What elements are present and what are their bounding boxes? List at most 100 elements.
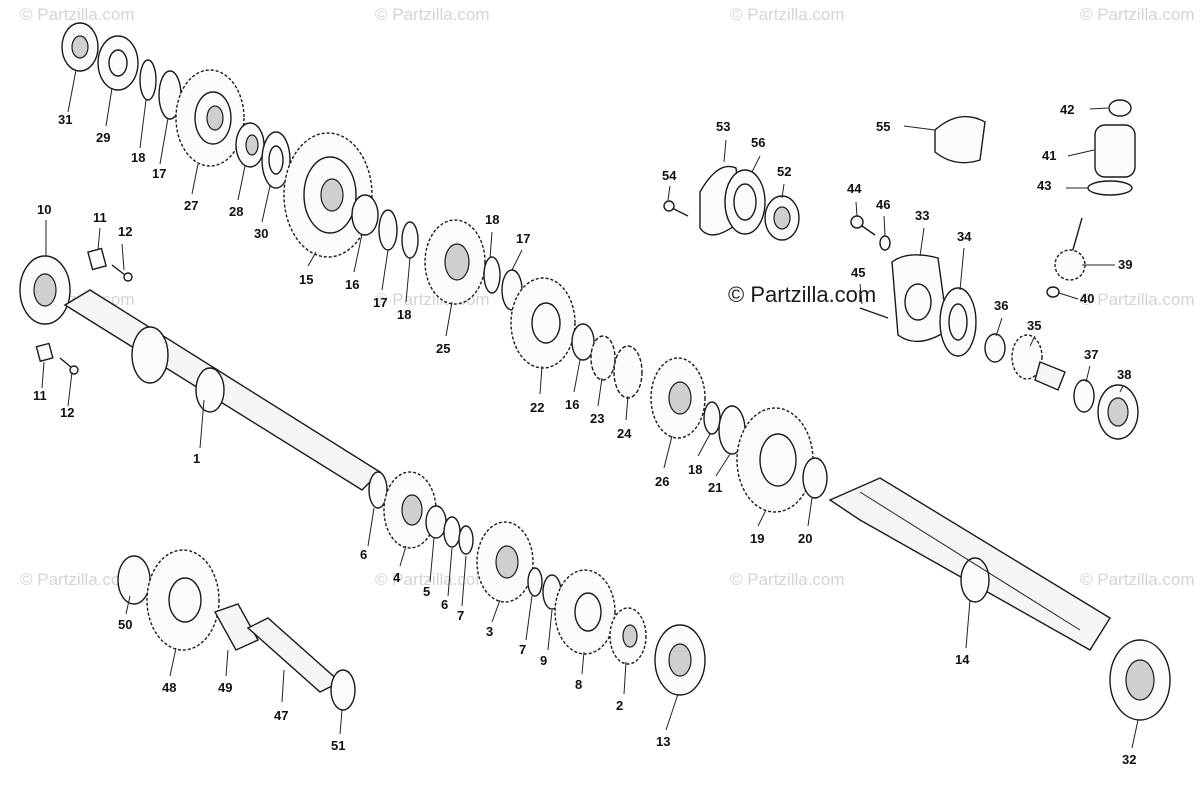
watermark-text: © Partzilla.com — [375, 5, 490, 24]
gear-19 — [736, 407, 814, 513]
leader-line — [491, 599, 501, 623]
leader-line — [751, 155, 761, 173]
bushing-16-a — [351, 194, 379, 236]
watermark-center: © Partzilla.com — [728, 282, 876, 307]
circlip-18-a — [139, 59, 157, 101]
gasket-34 — [939, 287, 977, 357]
callout-number: 6 — [360, 547, 367, 562]
callout-number: 18 — [485, 212, 499, 227]
callout-number: 49 — [218, 680, 232, 695]
callout-number: 36 — [994, 298, 1008, 313]
mainshaft-1 — [63, 289, 382, 491]
callout-number: 20 — [798, 531, 812, 546]
driven-gear-39 — [1054, 217, 1086, 281]
washer-23 — [590, 335, 616, 381]
leader-line — [807, 497, 813, 527]
leader-line — [959, 247, 965, 291]
callout-number: 24 — [617, 426, 632, 441]
callout-number: 55 — [876, 119, 890, 134]
leader-line — [919, 227, 925, 257]
callout-number: 8 — [575, 677, 582, 692]
washer-51 — [330, 669, 356, 711]
callout-number: 47 — [274, 708, 288, 723]
bushing-41 — [1094, 124, 1136, 178]
leader-line — [1131, 719, 1139, 749]
callout-number: 18 — [688, 462, 702, 477]
bushing-5 — [425, 505, 447, 539]
gear-25 — [424, 219, 486, 305]
leader-line — [995, 317, 1003, 337]
bearing-32 — [1109, 639, 1171, 721]
callout-number: 4 — [393, 570, 401, 585]
leader-line — [597, 377, 603, 407]
washer-36 — [984, 333, 1006, 363]
callout-number: 12 — [118, 224, 132, 239]
callout-number: 12 — [60, 405, 74, 420]
plate-11-a — [87, 247, 107, 271]
washer-6-a — [368, 471, 388, 509]
leader-line — [859, 283, 863, 305]
leader-line — [225, 649, 229, 677]
leader-line — [445, 301, 453, 337]
leader-line — [667, 185, 671, 201]
callout-number: 18 — [131, 150, 145, 165]
leader-line — [191, 163, 199, 195]
leader-line — [281, 669, 285, 703]
leader-line — [125, 595, 131, 615]
callout-number: 17 — [516, 231, 530, 246]
leader-line — [1029, 335, 1036, 347]
callout-number: 7 — [519, 642, 526, 657]
washer-46 — [879, 235, 891, 251]
leader-line — [547, 609, 553, 651]
callout-number: 1 — [193, 451, 200, 466]
collar-29 — [97, 35, 139, 91]
callout-number: 7 — [457, 608, 464, 623]
bearing-10 — [19, 255, 71, 325]
callout-number: 35 — [1027, 318, 1041, 333]
watermark-text: © Partzilla.com — [1080, 570, 1195, 589]
bushing-50 — [117, 555, 151, 605]
leader-line — [525, 595, 533, 641]
leader-line — [697, 433, 711, 457]
gear-4 — [383, 471, 437, 549]
washer-30 — [261, 131, 291, 189]
leader-line — [339, 709, 343, 735]
circlip-7-b — [527, 567, 543, 597]
leader-line — [1089, 107, 1109, 110]
callout-number: 11 — [33, 388, 47, 403]
watermark-text: © Partzilla.com — [1080, 290, 1195, 309]
leader-line — [97, 227, 101, 251]
callout-number: 9 — [540, 653, 547, 668]
leader-line — [399, 545, 407, 567]
bolt-12-b — [59, 357, 79, 375]
leader-line — [405, 257, 411, 303]
leader-line — [623, 661, 627, 695]
countershaft-14 — [828, 477, 1111, 651]
leader-line — [1058, 292, 1079, 300]
watermark-text: © Partzilla.com — [375, 570, 490, 589]
callout-number: 34 — [957, 229, 972, 244]
callout-number: 3 — [486, 624, 493, 639]
leader-line — [381, 249, 389, 291]
callout-number: 27 — [184, 198, 198, 213]
leader-line — [121, 243, 125, 271]
leader-line — [199, 399, 205, 449]
callout-number: 18 — [397, 307, 411, 322]
callout-number: 25 — [436, 341, 450, 356]
callout-number: 15 — [299, 272, 313, 287]
leader-line — [237, 165, 246, 201]
leader-line — [625, 395, 629, 421]
callout-number: 54 — [662, 168, 677, 183]
gear-15 — [283, 132, 373, 258]
leader-line — [307, 251, 317, 267]
circlip-18-d — [703, 401, 721, 435]
washer-6-b — [443, 516, 461, 548]
cap-55 — [934, 115, 986, 164]
gear-22 — [510, 277, 576, 369]
leader-line — [1085, 365, 1091, 383]
bearing-13 — [654, 624, 706, 696]
callout-number: 16 — [345, 277, 359, 292]
